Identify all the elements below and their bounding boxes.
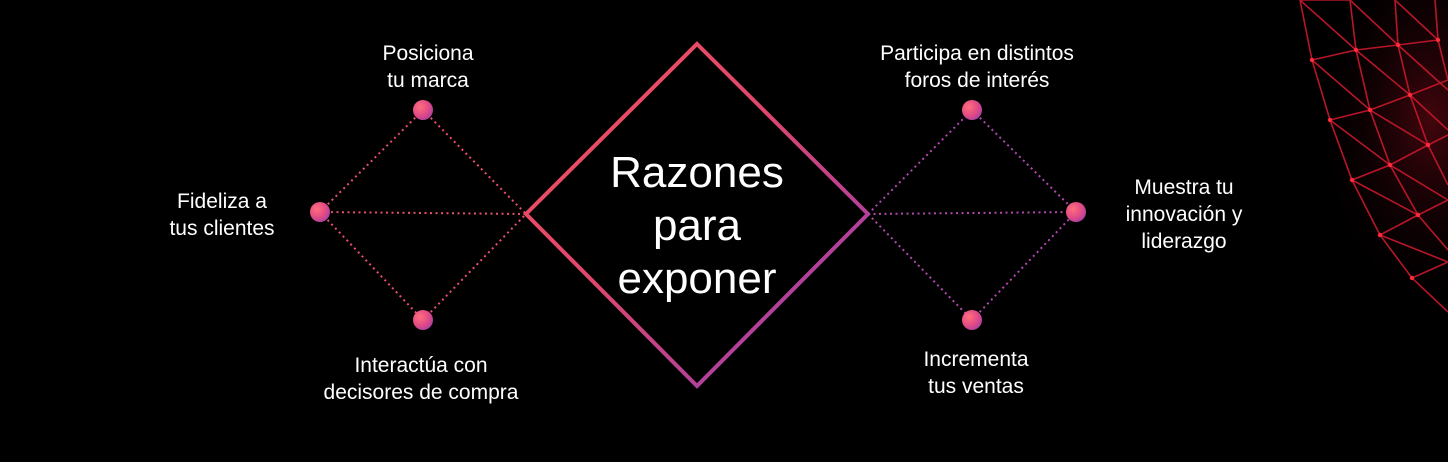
label-interactua: Interactúa con decisores de compra [296,352,546,406]
center-title: Razones para exponer [560,146,834,305]
node-dot-muestra [1066,202,1086,222]
label-participa-line-1: Participa en distintos [880,42,1074,65]
label-participa: Participa en distintos foros de interés [852,40,1102,94]
label-muestra-line-3: liderazgo [1141,230,1227,253]
label-participa-line-2: foros de interés [904,69,1050,92]
label-interactua-line-2: decisores de compra [323,381,519,404]
label-fideliza-line-2: tus clientes [169,217,275,240]
left-connector-lines [319,109,527,321]
node-dot-posiciona [413,100,433,120]
wireframe-decoration [1299,0,1448,320]
center-title-line-1: Razones [610,148,784,197]
label-interactua-line-1: Interactúa con [354,354,488,377]
node-dot-interactua [413,310,433,330]
label-fideliza-line-1: Fideliza a [177,190,267,213]
label-muestra: Muestra tu innovación y liderazgo [1104,174,1264,255]
node-dot-incrementa [962,310,982,330]
label-incrementa-line-2: tus ventas [928,375,1024,398]
node-dot-participa [962,100,982,120]
center-title-line-3: exponer [617,254,777,303]
right-connector-lines [867,109,1077,321]
label-incrementa-line-1: Incrementa [923,348,1029,371]
label-incrementa: Incrementa tus ventas [896,346,1056,400]
center-title-line-2: para [652,201,742,250]
label-muestra-line-1: Muestra tu [1134,176,1234,199]
node-dot-fideliza [310,202,330,222]
label-posiciona: Posiciona tu marca [348,40,508,94]
label-posiciona-line-2: tu marca [387,69,469,92]
label-posiciona-line-1: Posiciona [382,42,474,65]
center-diamond [523,41,871,389]
label-muestra-line-2: innovación y [1125,203,1243,226]
label-fideliza: Fideliza a tus clientes [142,188,302,242]
